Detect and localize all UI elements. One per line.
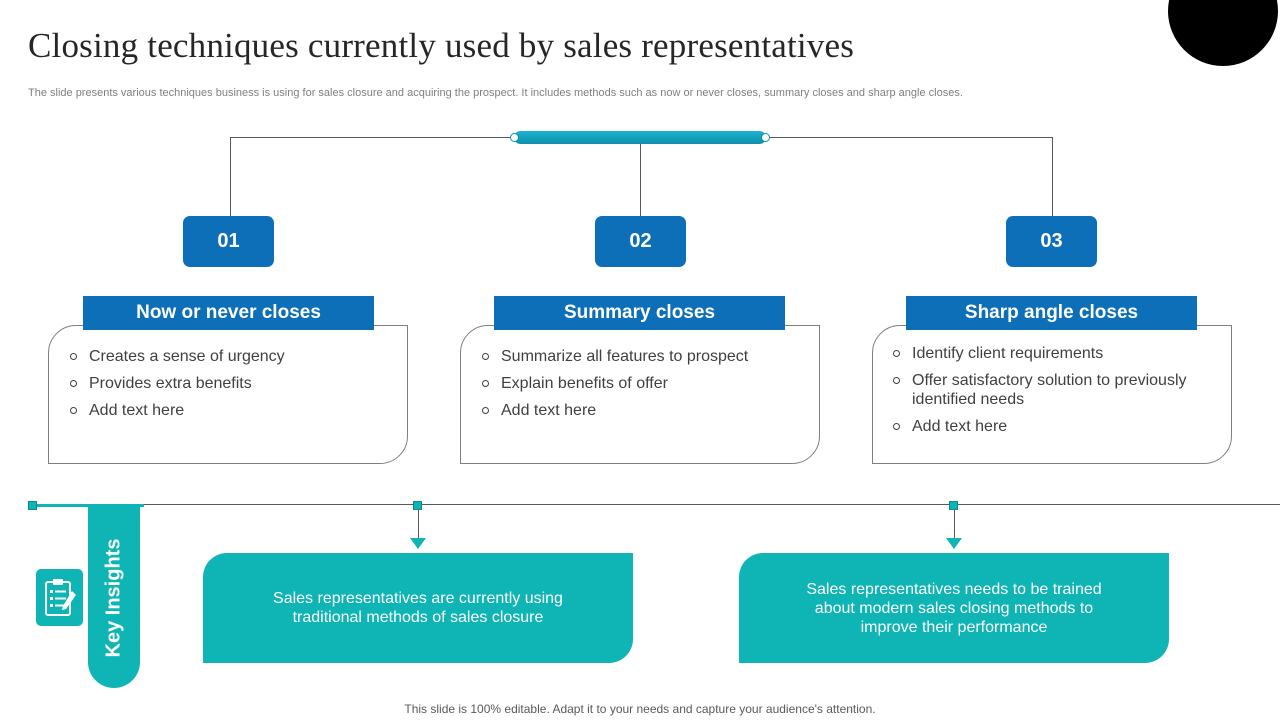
insight-connector-line: [954, 510, 955, 538]
step-card-heading: Summary closes: [494, 296, 785, 330]
bullet-icon: [482, 407, 489, 414]
list-item: Add text here: [482, 401, 802, 420]
list-item: Offer satisfactory solution to previousl…: [893, 371, 1203, 409]
bullet-icon: [482, 353, 489, 360]
connector-line-03: [1052, 137, 1053, 216]
footer-note: This slide is 100% editable. Adapt it to…: [404, 702, 876, 716]
step-card-list: Identify client requirements Offer satis…: [893, 344, 1203, 444]
step-card-heading: Now or never closes: [83, 296, 374, 330]
list-item: Creates a sense of urgency: [70, 347, 390, 366]
step-card: [872, 325, 1232, 464]
arrow-down-icon: [410, 538, 426, 549]
list-item: Provides extra benefits: [70, 374, 390, 393]
connector-top-bar: [514, 131, 766, 144]
step-card-list: Creates a sense of urgency Provides extr…: [70, 347, 390, 428]
bullet-icon: [70, 353, 77, 360]
key-insights-tab: [88, 505, 140, 688]
insights-divider-line: [32, 504, 1280, 505]
page-subtitle: The slide presents various techniques bu…: [28, 87, 963, 99]
corner-decoration-circle: [1168, 0, 1278, 66]
step-number-badge: 03: [1006, 216, 1097, 267]
insights-line-marker: [28, 501, 37, 510]
insight-connector-marker: [949, 501, 958, 510]
connector-line-01: [230, 137, 231, 216]
page-title: Closing techniques currently used by sal…: [28, 26, 855, 65]
step-number-badge: 01: [183, 216, 274, 267]
insight-connector-line: [418, 510, 419, 538]
step-card: [48, 325, 408, 464]
key-insights-label: Key Insights: [102, 538, 125, 658]
list-item: Summarize all features to prospect: [482, 347, 802, 366]
list-item: Add text here: [893, 417, 1203, 436]
step-card-heading: Sharp angle closes: [906, 296, 1197, 330]
bullet-icon: [70, 380, 77, 387]
connector-line-02: [640, 137, 641, 216]
step-card: [460, 325, 820, 464]
list-item: Add text here: [70, 401, 390, 420]
bullet-icon: [893, 423, 900, 430]
clipboard-checklist-icon: [36, 569, 83, 626]
clipboard-checklist-icon-graphic: [44, 578, 76, 616]
list-item: Identify client requirements: [893, 344, 1203, 363]
arrow-down-icon: [946, 538, 962, 549]
connector-dot-left: [510, 133, 519, 142]
bullet-icon: [482, 380, 489, 387]
step-number-badge: 02: [595, 216, 686, 267]
connector-dot-right: [761, 133, 770, 142]
bullet-icon: [893, 350, 900, 357]
insight-connector-marker: [413, 501, 422, 510]
insight-box: Sales representatives are currently usin…: [203, 553, 633, 663]
step-card-list: Summarize all features to prospect Expla…: [482, 347, 802, 428]
bullet-icon: [893, 377, 900, 384]
list-item: Explain benefits of offer: [482, 374, 802, 393]
bullet-icon: [70, 407, 77, 414]
insight-box: Sales representatives needs to be traine…: [739, 553, 1169, 663]
